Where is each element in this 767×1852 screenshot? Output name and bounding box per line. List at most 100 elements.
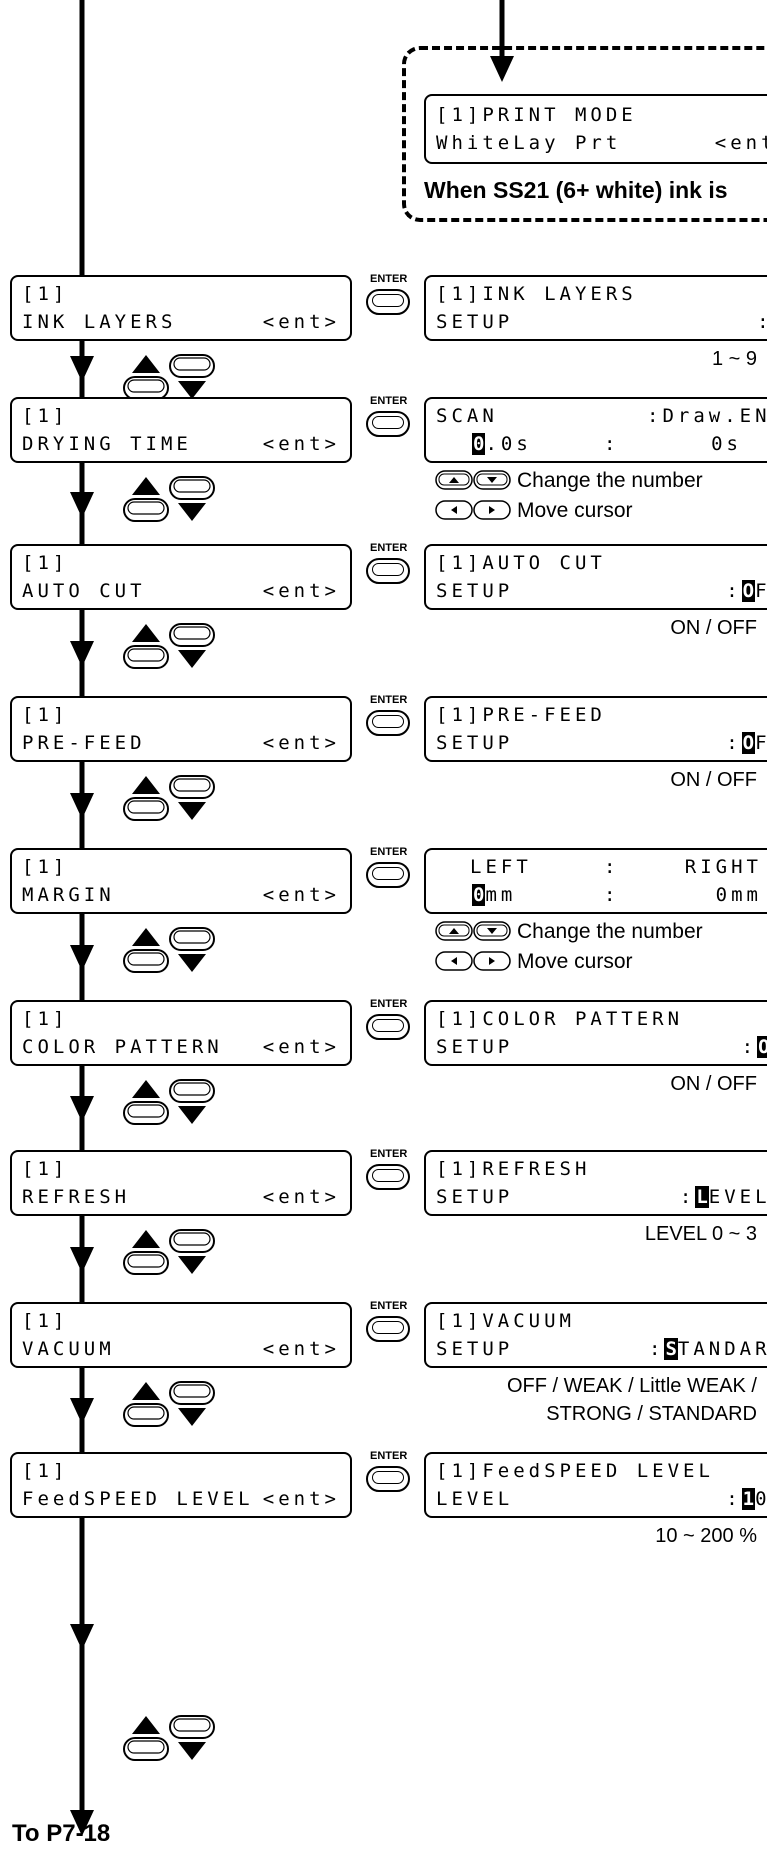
enter-label: ENTER (370, 998, 408, 1010)
menu-lcd[interactable]: [1]DRYING TIME<ent> (10, 397, 352, 463)
enter-key[interactable] (366, 862, 410, 888)
enter-label: ENTER (370, 1450, 408, 1462)
detail-sep: : (726, 580, 742, 602)
menu-ent: <ent> (262, 732, 340, 754)
detail-left-value: 0mm (472, 884, 516, 906)
menu-line1: [1] (22, 283, 69, 305)
detail-right-value: 0mm (715, 884, 762, 906)
detail-cursor: 0 (472, 884, 486, 906)
detail-sep: : (757, 311, 767, 333)
detail-value: :LEVEL3 (680, 1186, 767, 1208)
flow-arrowhead (70, 793, 94, 819)
detail-sep: : (726, 1488, 742, 1510)
detail-line1: [1]FeedSPEED LEVEL (436, 1460, 714, 1482)
updown-keys[interactable] (123, 476, 215, 522)
detail-line2: SETUP (436, 732, 514, 754)
flow-arrowhead (70, 945, 94, 971)
detail-rest: EVEL3 (708, 1186, 767, 1208)
enter-key[interactable] (366, 1164, 410, 1190)
updown-keys[interactable] (123, 1715, 215, 1761)
print-mode-note: When SS21 (6+ white) ink is (424, 177, 728, 203)
flow-arrowhead (70, 1096, 94, 1122)
enter-key[interactable] (366, 1466, 410, 1492)
detail-value: :10% (726, 1488, 767, 1510)
detail-line1: [1]AUTO CUT (436, 552, 606, 574)
detail-line2: SETUP (436, 580, 514, 602)
enter-label: ENTER (370, 395, 408, 407)
menu-ent: <ent> (262, 1036, 340, 1058)
enter-key[interactable] (366, 289, 410, 315)
print-mode-group (402, 46, 767, 222)
detail-lcd: [1]AUTO CUT SETUP :OFF (424, 544, 767, 610)
menu-lcd[interactable]: [1]PRE-FEED<ent> (10, 696, 352, 762)
detail-value: :OFF (726, 580, 767, 602)
enter-key[interactable] (366, 710, 410, 736)
detail-value: :STANDARD (649, 1338, 767, 1360)
menu-line1: [1] (22, 1158, 69, 1180)
detail-rest: .0s (485, 433, 532, 455)
range-caption: LEVEL 0 ~ 3 (644, 1223, 757, 1245)
enter-key[interactable] (366, 1014, 410, 1040)
range-caption: 1 ~ 9 (711, 348, 757, 370)
updown-keys[interactable] (123, 1229, 215, 1275)
menu-line2: REFRESH (22, 1186, 131, 1208)
menu-ent: <ent> (262, 1338, 340, 1360)
menu-lcd[interactable]: [1]INK LAYERS<ent> (10, 275, 352, 341)
range-caption: ON / OFF (670, 769, 757, 791)
enter-key[interactable] (366, 1316, 410, 1342)
detail-line1: [1]REFRESH (436, 1158, 591, 1180)
updown-keys[interactable] (123, 623, 215, 669)
updown-keys[interactable] (123, 354, 215, 400)
detail-mid: : (604, 433, 620, 455)
menu-line2: COLOR PATTERN (22, 1036, 223, 1058)
menu-line2: VACUUM (22, 1338, 115, 1360)
range-caption: ON / OFF (670, 617, 757, 639)
enter-label: ENTER (370, 273, 408, 285)
enter-key[interactable] (366, 411, 410, 437)
detail-line2: SETUP (436, 1338, 514, 1360)
detail-scan-value: :Draw.END (647, 405, 767, 427)
flow-arrowhead (70, 356, 94, 382)
footer-link[interactable]: To P7-18 (12, 1820, 111, 1847)
detail-sep: : (726, 732, 742, 754)
enter-key[interactable] (366, 558, 410, 584)
detail-sep: : (649, 1338, 665, 1360)
menu-lcd[interactable]: [1]AUTO CUT<ent> (10, 544, 352, 610)
detail-rest: TANDARD (677, 1338, 767, 1360)
updown-keys[interactable] (123, 927, 215, 973)
menu-lcd[interactable]: [1]MARGIN<ent> (10, 848, 352, 914)
detail-mid2: : (604, 884, 620, 906)
menu-lcd[interactable]: [1] COLOR PATTERN <ent> (10, 1000, 352, 1066)
hint-move-cursor: Move cursor (517, 499, 633, 522)
menu-line1: [1] (22, 856, 69, 878)
hint-change-number: Change the number (517, 920, 703, 943)
menu-ent: <ent> (262, 884, 340, 906)
updown-keys[interactable] (123, 1079, 215, 1125)
menu-line2: PRE-FEED (22, 732, 146, 754)
detail-value: :OFF (726, 732, 767, 754)
updown-keys[interactable] (123, 775, 215, 821)
menu-lcd[interactable]: [1]REFRESH<ent> (10, 1150, 352, 1216)
updown-keys[interactable] (123, 1381, 215, 1427)
detail-left-label: LEFT (470, 856, 532, 878)
menu-line1: [1] (22, 1008, 69, 1030)
hint-change-number: Change the number (517, 469, 703, 492)
menu-line1: [1] (22, 1310, 69, 1332)
detail-line1: [1]PRE-FEED (436, 704, 606, 726)
detail-mid: : (604, 856, 620, 878)
print-mode-line1: [1]PRINT MODE (436, 104, 637, 126)
print-mode-line2: WhiteLay Prt (436, 132, 622, 154)
detail-cursor: O (741, 732, 756, 754)
menu-ent: <ent> (262, 433, 340, 455)
menu-lcd[interactable]: [1]FeedSPEED LEVEL<ent> (10, 1452, 352, 1518)
detail-rest: mm (485, 884, 517, 906)
menu-ent: <ent> (262, 580, 340, 602)
print-mode-lcd: [1]PRINT MODE WhiteLay Prt <ent> (424, 94, 767, 164)
range-caption: OFF / WEAK / Little WEAK / (506, 1375, 757, 1397)
menu-lcd[interactable]: [1] VACUUM <ent> (10, 1302, 352, 1368)
flow-arrowhead (70, 492, 94, 518)
